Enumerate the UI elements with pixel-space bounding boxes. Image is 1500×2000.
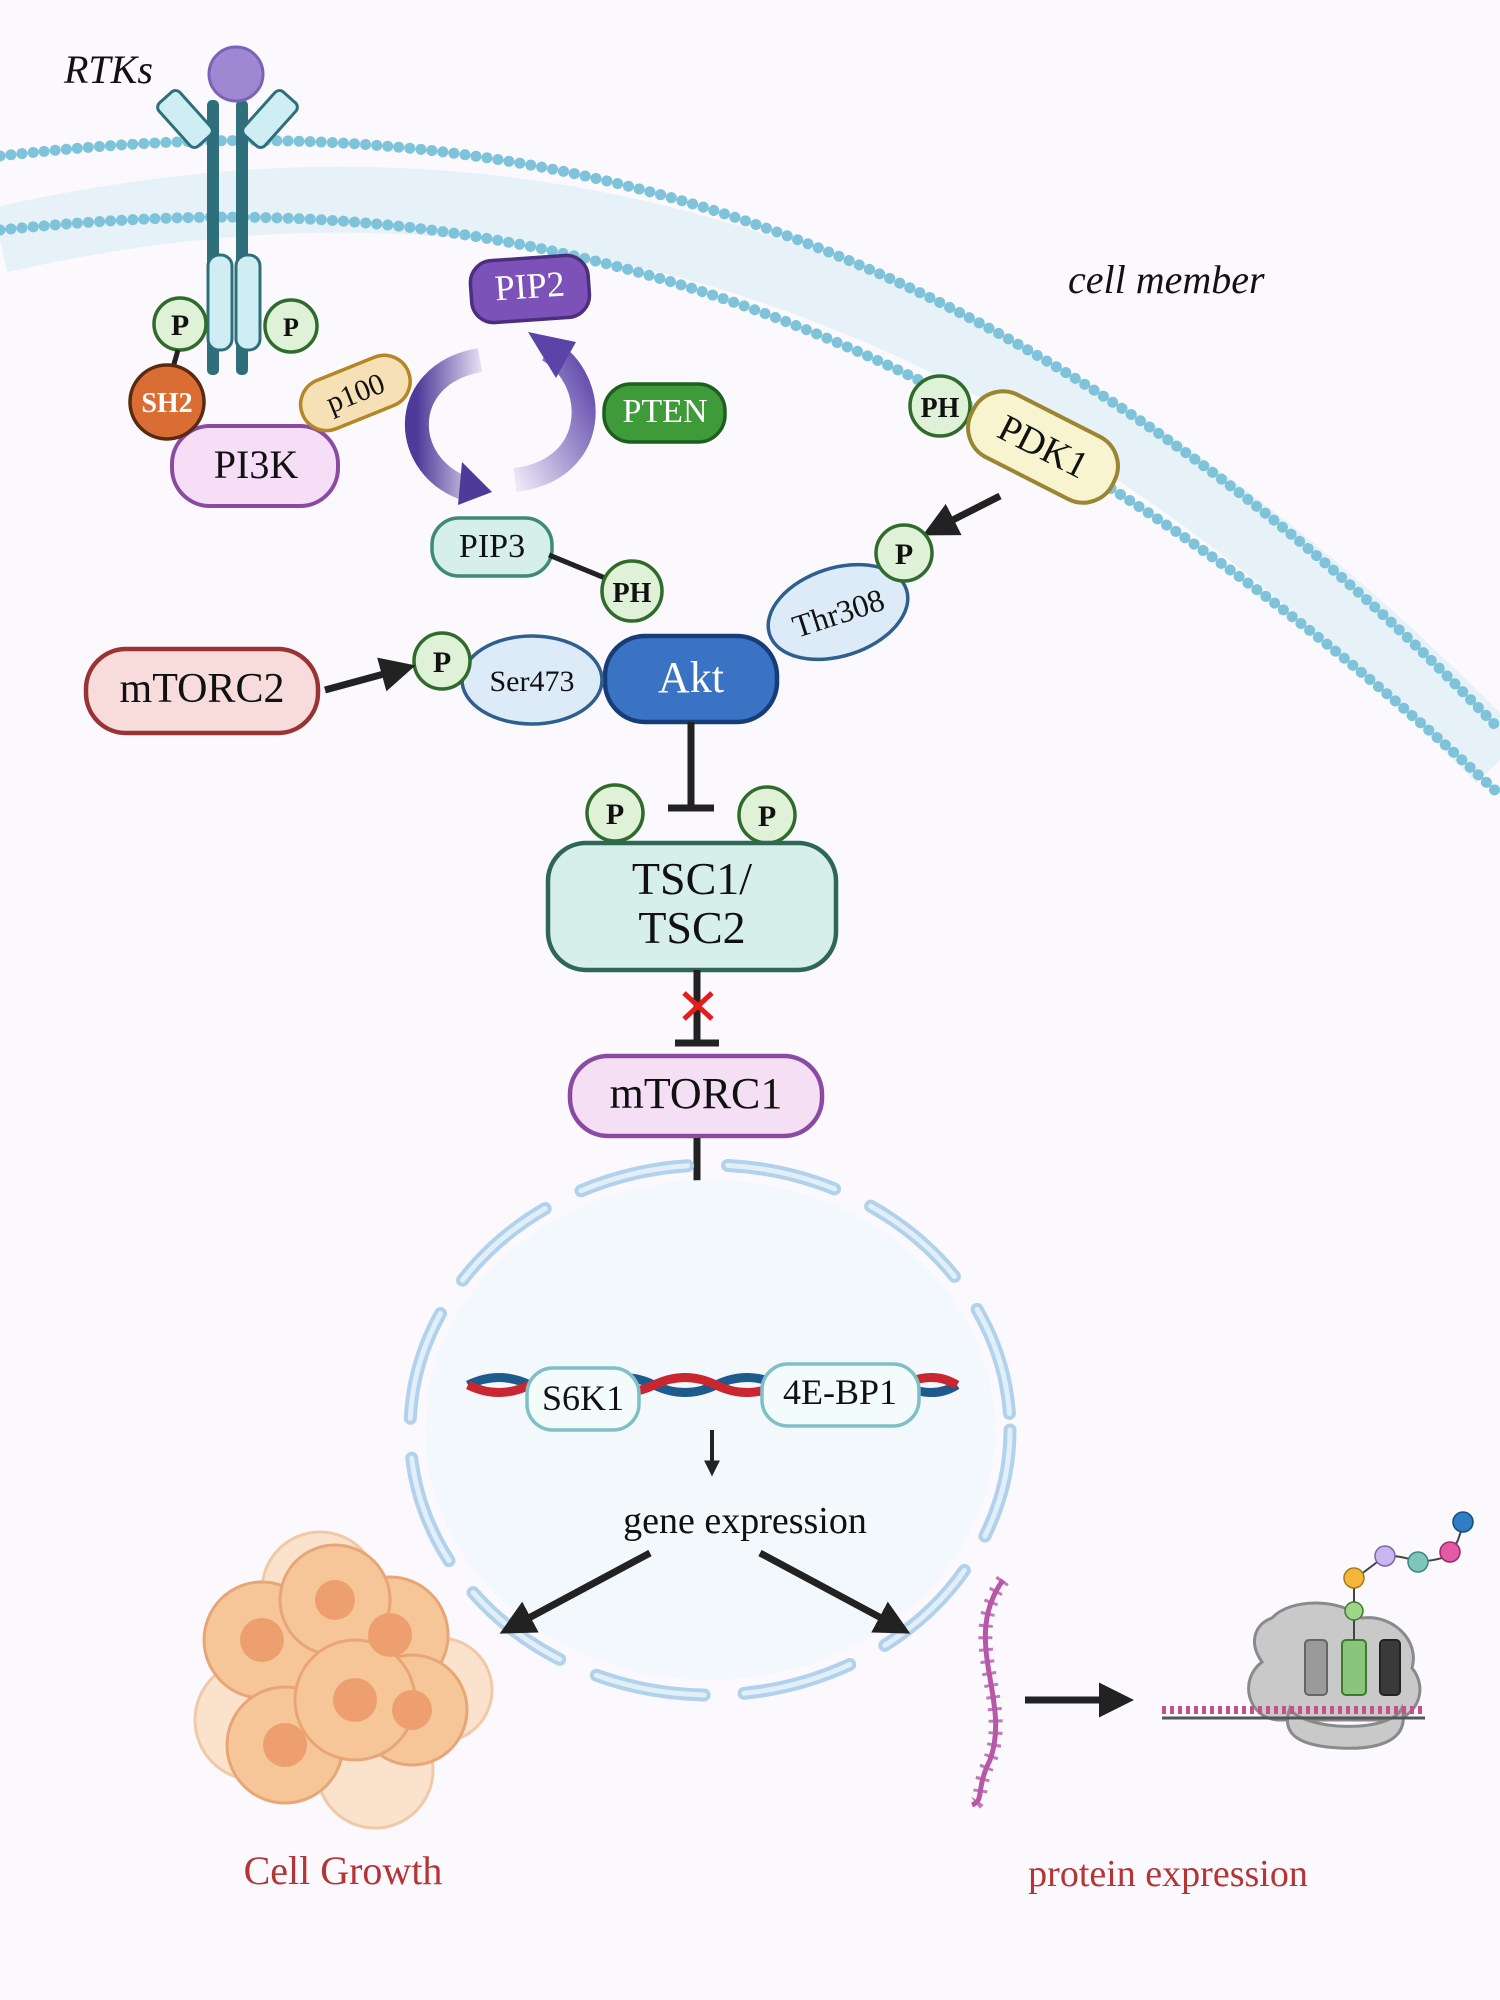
ligand-icon (207, 45, 265, 103)
svg-text:Ser473: Ser473 (490, 665, 575, 698)
pip3-node: PIP3 (430, 516, 554, 578)
p100-node: p100 (298, 353, 412, 433)
svg-text:P: P (283, 313, 299, 342)
svg-text:P: P (606, 798, 624, 831)
ser473-site: Ser473 (460, 634, 604, 726)
svg-text:4E-BP1: 4E-BP1 (783, 1372, 897, 1412)
mrna-icon (968, 1575, 1009, 1812)
mtorc2-to-ser473-arrow (324, 657, 416, 694)
blocked-cross-icon (682, 991, 714, 1021)
sh2-node: SH2 (128, 363, 206, 441)
svg-text:P: P (171, 309, 189, 342)
svg-text:SH2: SH2 (141, 388, 192, 419)
ser473-phospho: P (412, 631, 472, 691)
tsc-phospho-left: P (585, 783, 645, 843)
svg-text:Akt: Akt (658, 653, 724, 702)
receptor-phospho-left: P (152, 296, 208, 352)
svg-text:PH: PH (613, 578, 652, 609)
akt-node: Akt (602, 633, 780, 725)
pdk1-to-thr308-arrow (922, 492, 1002, 536)
svg-text:PIP3: PIP3 (459, 528, 525, 565)
protein-expression-label: protein expression (1028, 1853, 1308, 1895)
tsc-complex-node: TSC1/ TSC2 (545, 840, 839, 973)
to-cell-growth-arrow (499, 1549, 652, 1634)
s6k1-gene: S6K1 (525, 1366, 641, 1432)
rtks-label: RTKs (63, 47, 153, 92)
svg-text:P: P (758, 800, 776, 833)
svg-text:PI3K: PI3K (214, 442, 299, 487)
mtorc1-node: mTORC1 (567, 1053, 825, 1139)
svg-text:mTORC1: mTORC1 (610, 1069, 783, 1118)
receptor-tyrosine-kinase-icon (156, 45, 299, 375)
cell-growth-label: Cell Growth (244, 1848, 443, 1893)
svg-text:PH: PH (921, 393, 960, 424)
receptor-phospho-right: P (263, 298, 319, 354)
thr308-site: Thr308 (766, 562, 910, 662)
akt-inhibits-tsc (668, 722, 714, 812)
cell-member-label: cell member (1068, 257, 1265, 302)
ribosome-icon (1162, 1511, 1474, 1750)
cell-cluster-icon (193, 1530, 494, 1830)
pten-node: PTEN (602, 382, 727, 444)
cell-membrane (0, 135, 1500, 801)
akt-ph-domain: PH (600, 559, 664, 623)
svg-text:P: P (895, 538, 913, 571)
gene-expression-label: gene expression (623, 1500, 867, 1542)
svg-text:PTEN: PTEN (623, 393, 708, 430)
tsc-phospho-right: P (737, 785, 797, 845)
pdk1-ph-domain: PH (908, 374, 972, 438)
pip2-node: PIP2 (468, 253, 592, 325)
pi3k-node: PI3K (170, 424, 340, 508)
4ebp1-gene: 4E-BP1 (760, 1362, 921, 1428)
thr308-phospho: P (874, 523, 934, 583)
mtorc2-node: mTORC2 (83, 646, 321, 736)
svg-text:TSC2: TSC2 (638, 902, 745, 953)
svg-text:mTORC2: mTORC2 (120, 666, 285, 712)
svg-text:TSC1/: TSC1/ (632, 853, 752, 904)
svg-text:S6K1: S6K1 (542, 1378, 624, 1418)
svg-text:P: P (433, 646, 451, 679)
svg-text:PIP2: PIP2 (493, 264, 566, 309)
to-mrna-arrow (758, 1549, 911, 1634)
cycle-arrows-icon (404, 332, 596, 505)
